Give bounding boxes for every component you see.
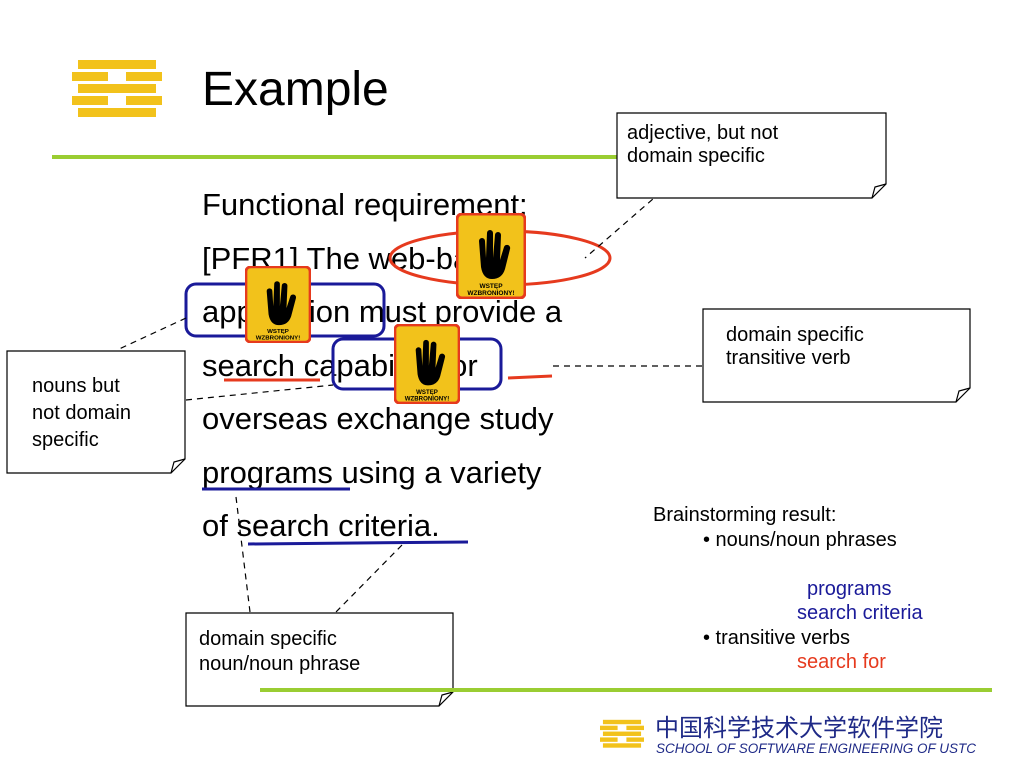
title-divider: [52, 155, 617, 159]
ustc-logo: [72, 60, 162, 117]
stop-hand-icon: WSTĘP WZBRONIONY!: [245, 266, 311, 343]
callout-line: domain specific: [726, 324, 864, 346]
stop-hand-icon: WSTĘP WZBRONIONY!: [394, 324, 460, 404]
brainstorm-verb-item: search for: [797, 651, 886, 673]
slide-title: Example: [202, 63, 389, 116]
brainstorm-noun-item: search criteria: [797, 602, 923, 624]
brainstorm-heading: Brainstorming result:: [653, 504, 837, 526]
callout-frame: [185, 612, 454, 707]
brainstorming-result: Brainstorming result: • nouns/noun phras…: [653, 503, 923, 675]
footer-divider: [260, 688, 992, 692]
callout-frame: [6, 350, 186, 474]
sign-text: WZBRONIONY!: [256, 336, 301, 342]
callout-line: noun/noun phrase: [199, 653, 361, 675]
school-name-english: SCHOOL OF SOFTWARE ENGINEERING OF USTC: [656, 741, 977, 756]
brainstorm-noun-item: programs: [807, 577, 892, 600]
requirement-line: Functional requirement:: [202, 187, 528, 222]
callout-frame: [616, 112, 887, 199]
callout-adjective: adjective, but not domain specific: [616, 112, 887, 199]
requirement-line: overseas exchange study: [202, 401, 554, 436]
callout-transitive-verb: domain specific transitive verb: [702, 308, 971, 403]
callout-frame: [702, 308, 971, 403]
stop-hand-icon: WSTĘP WZBRONIONY!: [456, 213, 526, 299]
sign-text: WSTĘP: [267, 329, 289, 335]
brainstorm-bullet: • nouns/noun phrases: [703, 528, 897, 551]
sign-text: WSTĘP: [416, 389, 438, 396]
callout-line: domain specific: [199, 628, 337, 650]
brainstorm-bullet: • transitive verbs: [703, 626, 851, 649]
school-name-chinese: 中国科学技术大学软件学院: [655, 714, 943, 742]
callout-line: adjective, but not: [627, 122, 779, 144]
ustc-logo: [600, 719, 644, 748]
sign-text: WZBRONIONY!: [467, 290, 514, 297]
requirement-line: programs using a variety: [202, 454, 542, 490]
callout-domain-noun: domain specific noun/noun phrase: [185, 612, 454, 707]
callout-line: domain specific: [627, 145, 765, 167]
callout-nouns: nouns but not domain specific: [6, 350, 186, 474]
leader-line: [335, 544, 403, 613]
sign-text: WSTĘP: [479, 283, 503, 290]
callout-line: specific: [32, 429, 99, 451]
requirement-line: of search criteria.: [202, 508, 440, 543]
callout-line: transitive verb: [726, 347, 851, 369]
callout-line: nouns but: [32, 375, 120, 397]
sign-text: WZBRONIONY!: [405, 395, 450, 402]
leader-line: [116, 317, 187, 351]
callout-line: not domain: [32, 402, 131, 424]
